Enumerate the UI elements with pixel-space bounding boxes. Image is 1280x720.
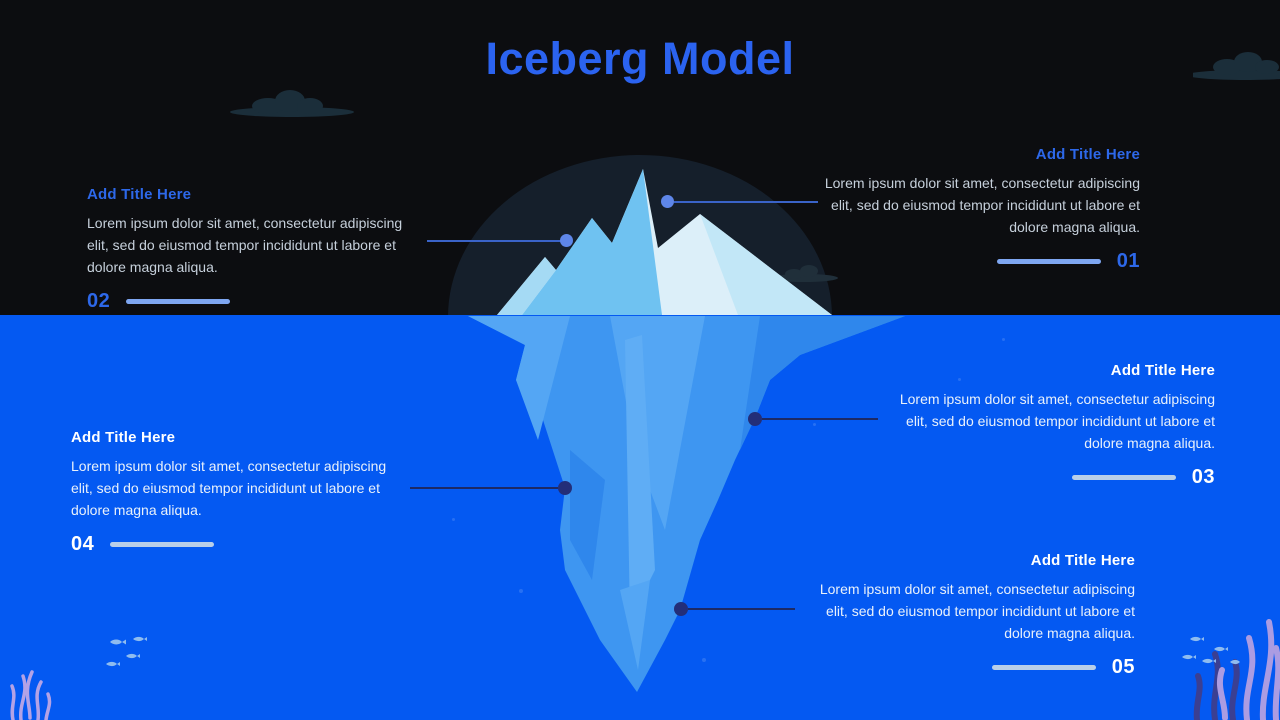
callout-02: Add Title Here Lorem ipsum dolor sit ame… — [87, 186, 409, 313]
bubble-dot — [519, 589, 523, 593]
callout-number-row: 02 — [87, 290, 409, 313]
callout-title: Add Title Here — [71, 429, 176, 446]
callout-body: Lorem ipsum dolor sit amet, consectetur … — [87, 215, 403, 275]
connector-line-1 — [674, 201, 818, 203]
bubble-dot — [1002, 338, 1005, 341]
cloud-icon — [770, 265, 838, 282]
connector-line-4 — [410, 487, 558, 489]
callout-number: 05 — [1111, 656, 1135, 678]
page-title: Iceberg Model — [485, 33, 795, 84]
callout-number-row: 01 — [818, 250, 1140, 273]
callout-number: 01 — [1116, 250, 1140, 272]
connector-dot-2 — [560, 234, 573, 247]
callout-04: Add Title Here Lorem ipsum dolor sit ame… — [71, 429, 403, 556]
iceberg-illustration — [468, 169, 905, 692]
callout-01: Add Title Here Lorem ipsum dolor sit ame… — [818, 146, 1140, 273]
number-line — [991, 665, 1096, 670]
seaweed-icon — [10, 670, 52, 720]
connector-line-2 — [427, 240, 561, 242]
connector-line-3 — [762, 418, 878, 420]
connector-dot-3 — [748, 412, 762, 426]
connector-dot-4 — [558, 481, 572, 495]
callout-title: Add Title Here — [1030, 552, 1135, 569]
callout-title: Add Title Here — [1110, 362, 1215, 379]
number-line — [996, 259, 1101, 264]
callout-body: Lorem ipsum dolor sit amet, consectetur … — [819, 581, 1135, 641]
callout-body: Lorem ipsum dolor sit amet, consectetur … — [71, 458, 387, 518]
callout-body: Lorem ipsum dolor sit amet, consectetur … — [824, 175, 1140, 235]
connector-line-5 — [688, 608, 795, 610]
bubble-dot — [958, 378, 961, 381]
bubble-dot — [702, 658, 706, 662]
callout-03: Add Title Here Lorem ipsum dolor sit ame… — [883, 362, 1215, 489]
callout-number-row: 04 — [71, 533, 403, 556]
fish-icon — [1182, 636, 1240, 665]
callout-title: Add Title Here — [1035, 146, 1140, 163]
callout-title: Add Title Here — [87, 186, 192, 203]
callout-body: Lorem ipsum dolor sit amet, consectetur … — [899, 391, 1215, 451]
bubble-dot — [813, 423, 816, 426]
callout-number: 02 — [87, 290, 111, 312]
bubble-dot — [452, 518, 455, 521]
fish-icon — [106, 636, 147, 667]
number-line — [126, 299, 231, 304]
callout-number-row: 05 — [803, 656, 1135, 679]
number-line — [110, 542, 215, 547]
cloud-icon — [1193, 52, 1280, 80]
seaweed-icon — [1193, 619, 1280, 720]
callout-05: Add Title Here Lorem ipsum dolor sit ame… — [803, 552, 1135, 679]
number-line — [1071, 475, 1176, 480]
connector-dot-5 — [674, 602, 688, 616]
connector-dot-1 — [661, 195, 674, 208]
callout-number: 04 — [71, 533, 95, 555]
callout-number-row: 03 — [883, 466, 1215, 489]
cloud-icon — [230, 90, 354, 117]
callout-number: 03 — [1191, 466, 1215, 488]
